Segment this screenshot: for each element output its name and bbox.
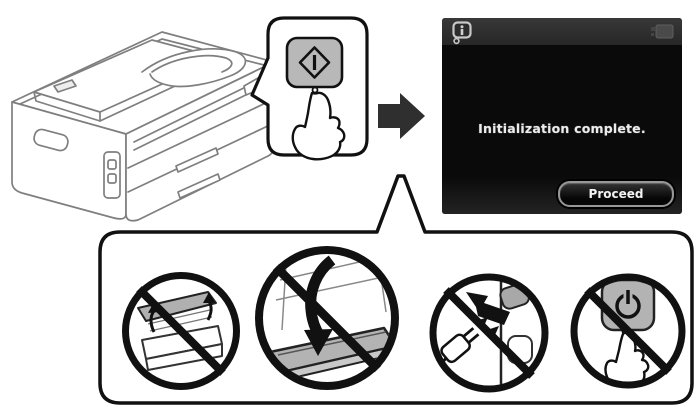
plug-icon: [440, 327, 480, 364]
start-button-callout: [250, 16, 369, 161]
no-pressing-power-button-icon: [570, 273, 686, 389]
lcd-status-bar: [442, 18, 682, 46]
no-opening-front-cover-icon: [255, 246, 399, 390]
no-opening-scanner-unit-icon: [122, 272, 240, 390]
warning-callout: [98, 174, 694, 405]
prohibition-slash: [272, 263, 382, 373]
card-slot-illustration: [103, 151, 121, 199]
hand-pressing-icon: [291, 86, 346, 161]
power-symbol-icon: [615, 290, 641, 319]
printer-lcd-screen: Initialization complete. Proceed: [442, 18, 682, 214]
prohibition-slash: [443, 287, 535, 379]
start-diamond-icon: [298, 46, 331, 79]
start-button[interactable]: [285, 36, 344, 89]
device-status-icon: [651, 24, 674, 39]
paper-cassettes-illustration: [127, 99, 273, 199]
right-arrow-icon: [378, 93, 425, 139]
prohibition-slash: [584, 287, 672, 375]
proceed-button[interactable]: Proceed: [558, 181, 674, 207]
info-bubble-icon: [452, 21, 472, 45]
prohibition-slash: [136, 286, 226, 376]
adf-illustration: [33, 39, 247, 122]
no-unplugging-power-cord-icon: [429, 273, 549, 393]
lcd-message: Initialization complete.: [478, 121, 646, 136]
printer-illustration: [11, 31, 275, 222]
